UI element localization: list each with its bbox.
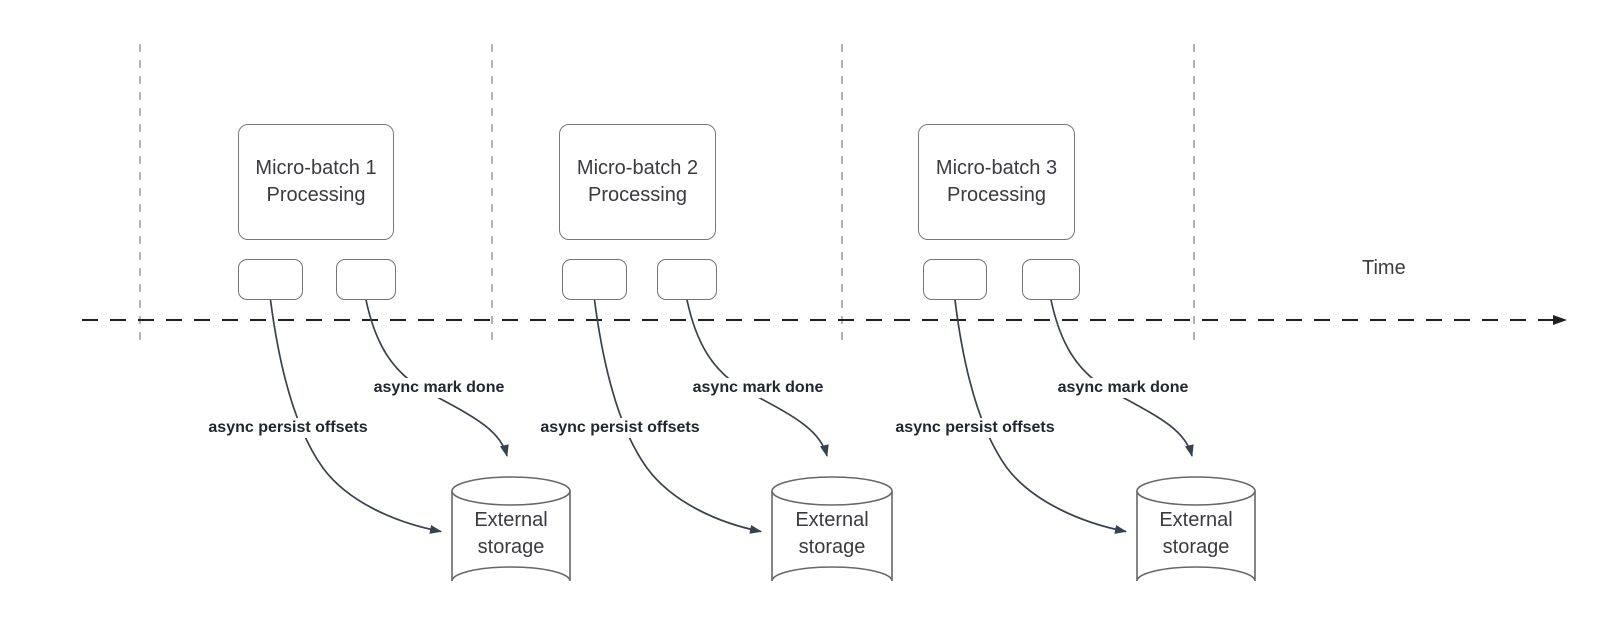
async-persist-offsets-arrow-2 bbox=[593, 299, 762, 534]
sub-task-box-3b bbox=[1022, 259, 1080, 300]
async-persist-offsets-label-1: async persist offsets bbox=[205, 418, 371, 438]
sub-task-box-2a bbox=[562, 259, 627, 300]
external-storage-label-1: External storage bbox=[474, 509, 548, 558]
async-mark-done-label-2: async mark done bbox=[689, 378, 827, 398]
async-persist-offsets-label-3: async persist offsets bbox=[892, 418, 1058, 438]
sub-task-box-3a bbox=[923, 259, 987, 300]
micro-batch-1-box: Micro-batch 1 Processing bbox=[238, 124, 394, 240]
external-storage-cylinder-1 bbox=[451, 476, 571, 582]
async-persist-offsets-arrow-3 bbox=[954, 299, 1127, 534]
async-mark-done-label-1: async mark done bbox=[370, 378, 508, 398]
async-persist-offsets-arrow-1 bbox=[269, 299, 442, 534]
sub-task-box-1a bbox=[238, 259, 303, 300]
external-storage-cylinder-2 bbox=[771, 476, 893, 582]
micro-batch-2-box-label: Micro-batch 2 Processing bbox=[576, 157, 699, 206]
sub-task-box-1b bbox=[336, 259, 396, 300]
sub-task-box-2b bbox=[657, 259, 717, 300]
external-storage-label-3: External storage bbox=[1159, 509, 1233, 558]
micro-batch-2-box: Micro-batch 2 Processing bbox=[559, 124, 716, 240]
async-persist-offsets-label-2: async persist offsets bbox=[537, 418, 703, 438]
async-mark-done-label-3: async mark done bbox=[1054, 378, 1192, 398]
micro-batch-3-box: Micro-batch 3 Processing bbox=[918, 124, 1075, 240]
time-label: Time bbox=[1362, 257, 1406, 279]
external-storage-cylinder-3 bbox=[1136, 476, 1256, 582]
micro-batch-3-box-label: Micro-batch 3 Processing bbox=[935, 157, 1058, 206]
micro-batch-1-box-label: Micro-batch 1 Processing bbox=[255, 157, 377, 206]
external-storage-label-2: External storage bbox=[795, 509, 869, 558]
